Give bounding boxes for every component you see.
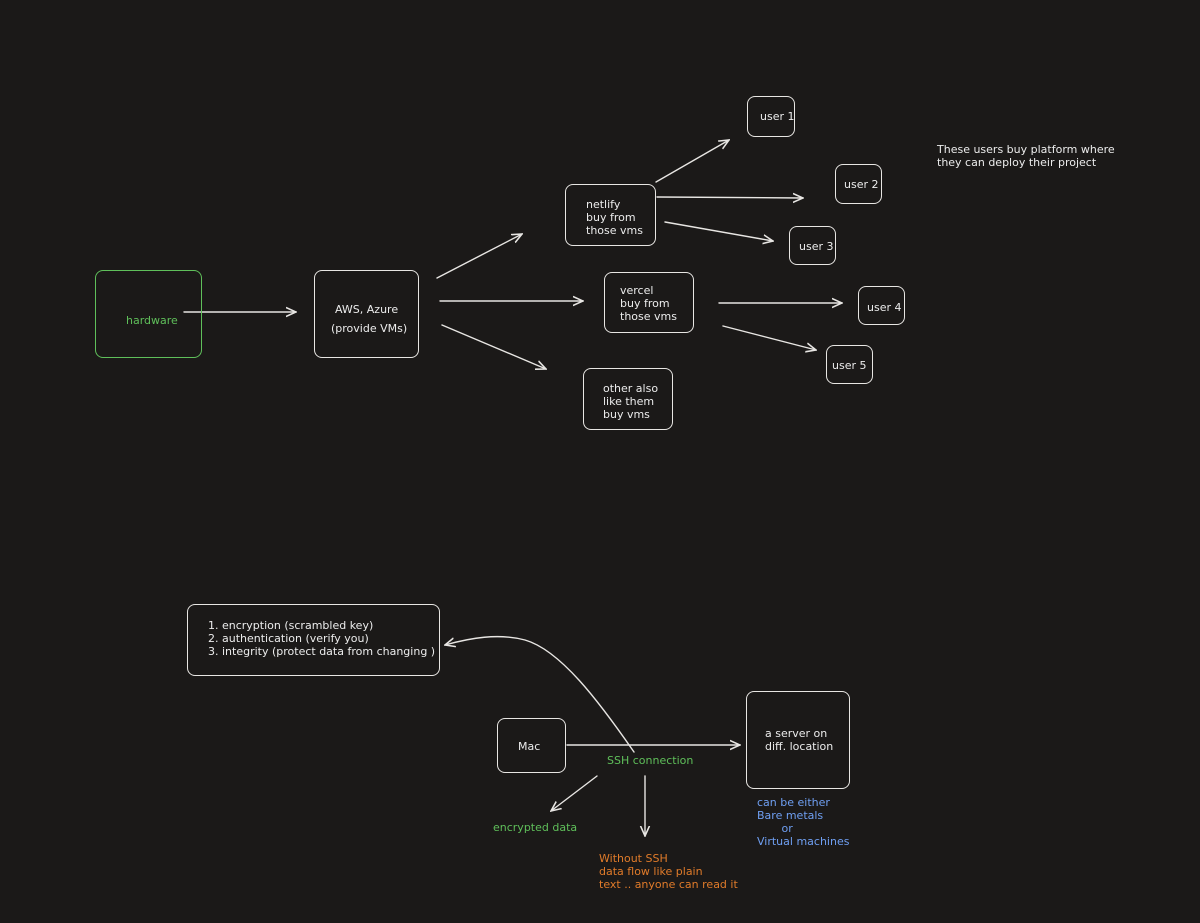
encrypted-data-label: encrypted data: [493, 821, 578, 834]
vercel-label: vercel buy from those vms: [620, 284, 677, 323]
user3-box: user 3: [789, 226, 836, 265]
netlify-box: netlify buy from those vms: [565, 184, 656, 246]
user5-box: user 5: [826, 345, 873, 384]
user5-label: user 5: [832, 359, 867, 372]
netlify-label: netlify buy from those vms: [586, 198, 643, 237]
user2-box: user 2: [835, 164, 882, 204]
user1-box: user 1: [747, 96, 795, 137]
arrow-aws-to-others: [441, 324, 546, 369]
hardware-box: hardware: [95, 270, 202, 358]
users-note: These users buy platform where they can …: [937, 143, 1115, 169]
user4-box: user 4: [858, 286, 905, 325]
ssh-features-list: 1. encryption (scrambled key) 2. authent…: [208, 619, 436, 658]
arrow-netlify-to-user2: [656, 197, 803, 198]
arrow-vercel-to-user5: [722, 325, 816, 350]
user3-label: user 3: [799, 240, 834, 253]
others-box: other also like them buy vms: [583, 368, 673, 430]
arrow-netlify-to-user3: [664, 221, 773, 241]
server-types-note: can be either Bare metals or Virtual mac…: [757, 796, 850, 848]
aws-sublabel: (provide VMs): [331, 322, 408, 335]
aws-azure-box: AWS, Azure (provide VMs): [314, 270, 419, 358]
vercel-box: vercel buy from those vms: [604, 272, 694, 333]
ssh-features-box: 1. encryption (scrambled key) 2. authent…: [187, 604, 440, 676]
hardware-label: hardware: [126, 314, 178, 327]
arrow-ssh-to-features: [445, 635, 635, 753]
arrow-netlify-to-user1: [655, 140, 729, 183]
user4-label: user 4: [867, 301, 902, 314]
mac-box: Mac: [497, 718, 566, 773]
arrow-to-encrypted-data: [551, 775, 598, 811]
user2-label: user 2: [844, 178, 879, 191]
mac-label: Mac: [518, 740, 541, 753]
user1-label: user 1: [760, 110, 795, 123]
aws-label: AWS, Azure: [335, 303, 399, 316]
server-label: a server on diff. location: [765, 727, 834, 753]
without-ssh-note: Without SSH data flow like plain text ..…: [599, 852, 738, 891]
others-label: other also like them buy vms: [603, 382, 659, 421]
arrow-aws-to-netlify: [436, 234, 522, 279]
ssh-connection-label: SSH connection: [607, 754, 694, 767]
server-box: a server on diff. location: [746, 691, 850, 789]
